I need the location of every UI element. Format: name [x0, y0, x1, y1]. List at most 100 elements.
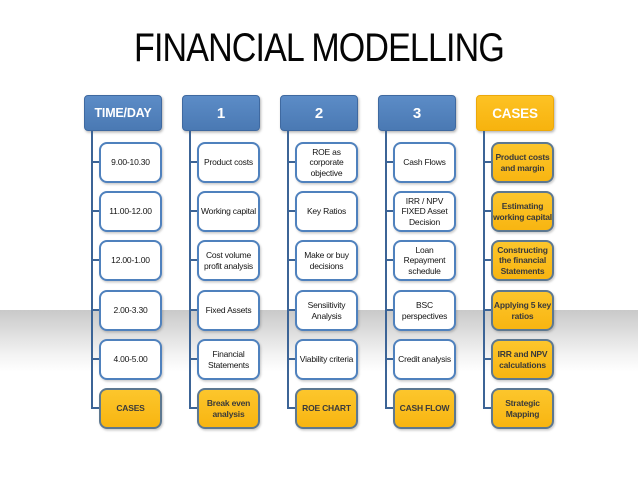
- topic-box: Financial Statements: [197, 339, 260, 380]
- connector-stub: [287, 358, 297, 360]
- case-label: IRR and NPV calculations: [497, 349, 548, 370]
- connector-stub: [483, 309, 493, 311]
- topic-box: Sensiitivity Analysis: [295, 290, 358, 331]
- connector-stub: [287, 161, 297, 163]
- connector-stub: [189, 161, 199, 163]
- topic-box: 12.00-1.00: [99, 240, 162, 281]
- topic-box-highlight: CASH FLOW: [393, 388, 456, 429]
- topic-label: Product costs: [204, 157, 253, 168]
- topic-box: Product costs: [197, 142, 260, 183]
- connector-stub: [483, 358, 493, 360]
- case-box: Constructing the financial Statements: [491, 240, 554, 281]
- connector-stub: [189, 309, 199, 311]
- topic-label: Key Ratios: [306, 206, 347, 217]
- topic-box-highlight: ROE CHART: [295, 388, 358, 429]
- column-header: 2: [280, 95, 358, 131]
- connector-stub: [189, 210, 199, 212]
- connector-stub: [385, 210, 395, 212]
- column-header: CASES: [476, 95, 554, 131]
- connector-stub: [385, 259, 395, 261]
- connector-line: [385, 131, 387, 409]
- connector-line: [91, 131, 93, 409]
- topic-label: CASH FLOW: [399, 403, 450, 414]
- topic-box: Fixed Assets: [197, 290, 260, 331]
- connector-stub: [91, 358, 101, 360]
- case-label: Product costs and margin: [495, 152, 550, 173]
- case-box: IRR and NPV calculations: [491, 339, 554, 380]
- topic-label: Loan Repayment schedule: [403, 244, 446, 276]
- connector-stub: [483, 407, 493, 409]
- column-day-1: 1 Product costs Working capital Cost vol…: [182, 95, 260, 435]
- topic-label: Break even analysis: [206, 398, 251, 419]
- connector-stub: [189, 259, 199, 261]
- topic-label: ROE CHART: [302, 403, 351, 414]
- topic-box-highlight: CASES: [99, 388, 162, 429]
- slide-title: FINANCIAL MODELLING: [134, 26, 505, 70]
- connector-stub: [483, 210, 493, 212]
- case-box: Product costs and margin: [491, 142, 554, 183]
- topic-label: Financial Statements: [208, 349, 249, 370]
- topic-box: Working capital: [197, 191, 260, 232]
- topic-label: Fixed Assets: [205, 305, 252, 316]
- topic-box: Cost volume profit analysis: [197, 240, 260, 281]
- case-label: Constructing the financial Statements: [497, 244, 548, 276]
- connector-stub: [385, 309, 395, 311]
- connector-stub: [91, 259, 101, 261]
- connector-stub: [483, 161, 493, 163]
- connector-stub: [189, 407, 199, 409]
- connector-stub: [91, 161, 101, 163]
- column-time-day: TIME/DAY 9.00-10.30 11.00-12.00 12.00-1.…: [84, 95, 162, 435]
- connector-stub: [189, 358, 199, 360]
- topic-label: Credit analysis: [398, 354, 451, 365]
- column-day-2: 2 ROE as corporate objective Key Ratios …: [280, 95, 358, 435]
- topic-label: 9.00-10.30: [111, 157, 150, 168]
- column-cases: CASES Product costs and margin Estimatin…: [476, 95, 554, 435]
- topic-box: Key Ratios: [295, 191, 358, 232]
- topic-label: Sensiitivity Analysis: [307, 300, 346, 321]
- topic-label: 11.00-12.00: [109, 206, 152, 217]
- connector-stub: [91, 309, 101, 311]
- connector-stub: [287, 259, 297, 261]
- connector-stub: [287, 210, 297, 212]
- case-box: Strategic Mapping: [491, 388, 554, 429]
- connector-line: [189, 131, 191, 409]
- topic-box: Credit analysis: [393, 339, 456, 380]
- topic-box: Make or buy decisions: [295, 240, 358, 281]
- topic-label: 2.00-3.30: [113, 305, 148, 316]
- case-label: Strategic Mapping: [505, 398, 540, 419]
- connector-stub: [287, 309, 297, 311]
- case-label: Applying 5 key ratios: [493, 300, 552, 321]
- topic-box: 2.00-3.30: [99, 290, 162, 331]
- topic-label: ROE as corporate objective: [309, 146, 344, 178]
- topic-box: ROE as corporate objective: [295, 142, 358, 183]
- case-box: Estimating working capital: [491, 191, 554, 232]
- connector-line: [483, 131, 485, 409]
- connector-stub: [385, 407, 395, 409]
- topic-label: 12.00-1.00: [111, 255, 150, 266]
- topic-box: IRR / NPV FIXED Asset Decision: [393, 191, 456, 232]
- topic-label: 4.00-5.00: [113, 354, 148, 365]
- topic-label: Working capital: [201, 206, 256, 217]
- connector-line: [287, 131, 289, 409]
- case-box: Applying 5 key ratios: [491, 290, 554, 331]
- topic-box: 11.00-12.00: [99, 191, 162, 232]
- column-header: 3: [378, 95, 456, 131]
- topic-box: Cash Flows: [393, 142, 456, 183]
- topic-label: BSC perspectives: [401, 300, 448, 321]
- topic-box-highlight: Break even analysis: [197, 388, 260, 429]
- topic-box: BSC perspectives: [393, 290, 456, 331]
- connector-stub: [91, 407, 101, 409]
- connector-stub: [91, 210, 101, 212]
- topic-box: 4.00-5.00: [99, 339, 162, 380]
- topic-box: Viability criteria: [295, 339, 358, 380]
- topic-label: Make or buy decisions: [304, 250, 349, 271]
- connector-stub: [483, 259, 493, 261]
- column-day-3: 3 Cash Flows IRR / NPV FIXED Asset Decis…: [378, 95, 456, 435]
- column-header: 1: [182, 95, 260, 131]
- case-label: Estimating working capital: [493, 201, 552, 222]
- topic-box: Loan Repayment schedule: [393, 240, 456, 281]
- connector-stub: [287, 407, 297, 409]
- column-header: TIME/DAY: [84, 95, 162, 131]
- topic-label: Viability criteria: [299, 354, 354, 365]
- topic-label: Cash Flows: [403, 157, 446, 168]
